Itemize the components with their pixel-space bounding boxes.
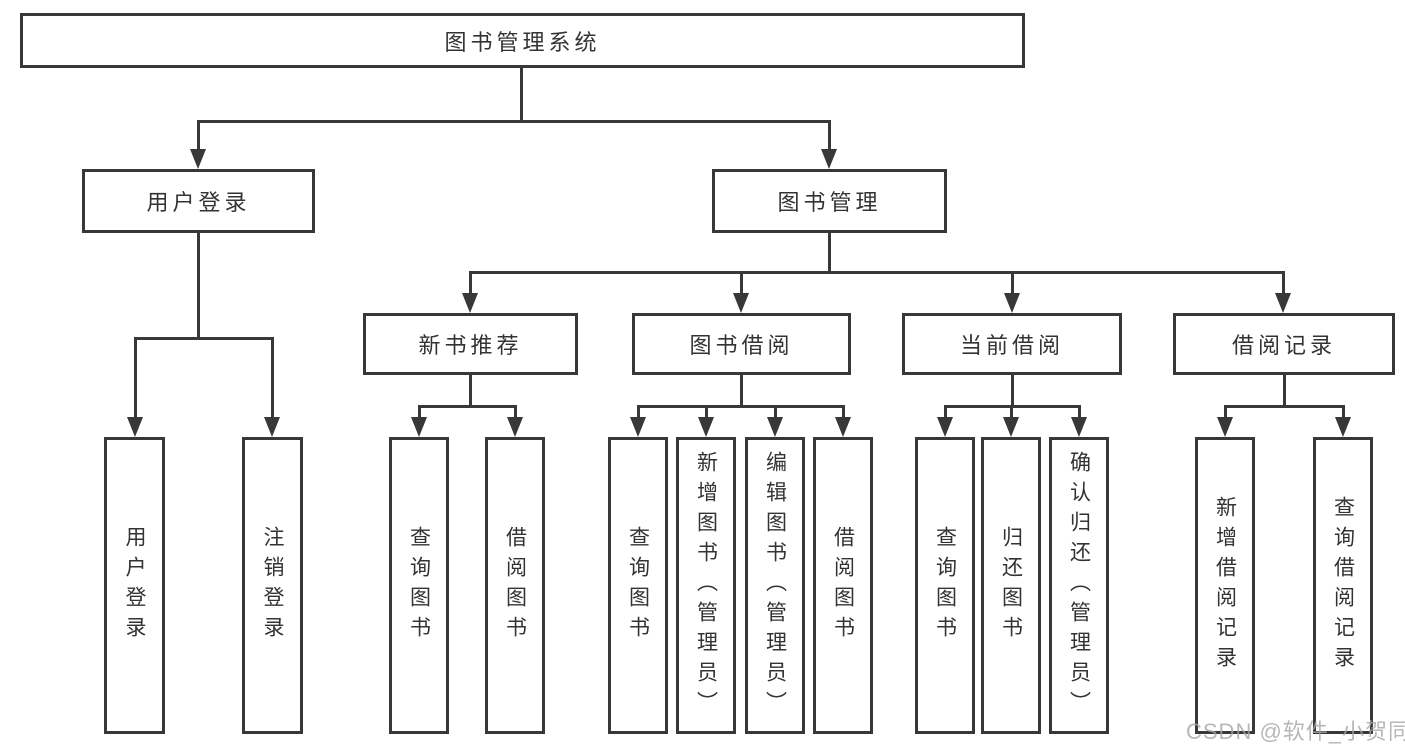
connector-line bbox=[774, 405, 777, 420]
connector-line bbox=[419, 405, 517, 408]
leaf-confirm-return-admin-label: 确认归还（管理员） bbox=[1067, 450, 1091, 721]
connector-line bbox=[514, 405, 517, 420]
arrowhead-icon bbox=[1275, 293, 1291, 313]
arrowhead-icon bbox=[1217, 417, 1233, 437]
connector-line bbox=[705, 405, 708, 420]
connector-line bbox=[1078, 405, 1081, 420]
leaf-query-books-current-label: 查询图书 bbox=[933, 525, 957, 646]
leaf-query-borrow-record: 查询借阅记录 bbox=[1313, 437, 1373, 734]
node-book-management: 图书管理 bbox=[712, 169, 947, 233]
connector-line bbox=[197, 120, 831, 123]
leaf-confirm-return-admin: 确认归还（管理员） bbox=[1049, 437, 1109, 734]
leaf-query-books-borrow: 查询图书 bbox=[608, 437, 668, 734]
node-new-book-recommend-label: 新书推荐 bbox=[418, 333, 523, 358]
node-user-login-label: 用户登录 bbox=[146, 190, 251, 215]
leaf-add-borrow-record-label: 新增借阅记录 bbox=[1213, 495, 1237, 676]
arrowhead-icon bbox=[835, 417, 851, 437]
connector-line bbox=[470, 271, 1284, 274]
connector-line bbox=[828, 233, 831, 271]
connector-line bbox=[271, 337, 274, 419]
connector-line bbox=[1010, 405, 1013, 420]
leaf-query-books-recommend: 查询图书 bbox=[389, 437, 449, 734]
leaf-user-login-label: 用户登录 bbox=[123, 525, 146, 646]
leaf-query-borrow-record-label: 查询借阅记录 bbox=[1331, 495, 1355, 676]
leaf-add-borrow-record: 新增借阅记录 bbox=[1195, 437, 1255, 734]
leaf-query-books-borrow-label: 查询图书 bbox=[626, 525, 650, 646]
arrowhead-icon bbox=[1003, 417, 1019, 437]
leaf-user-login: 用户登录 bbox=[104, 437, 165, 734]
connector-line bbox=[740, 271, 743, 296]
node-current-borrow: 当前借阅 bbox=[902, 313, 1122, 375]
node-library-system: 图书管理系统 bbox=[20, 13, 1025, 68]
leaf-logout-label: 注销登录 bbox=[261, 525, 284, 646]
connector-line bbox=[944, 405, 947, 420]
leaf-edit-book-admin: 编辑图书（管理员） bbox=[745, 437, 805, 734]
leaf-logout: 注销登录 bbox=[242, 437, 303, 734]
csdn-watermark: CSDN @软件_小贺同学 bbox=[1186, 719, 1405, 744]
connector-line bbox=[1011, 375, 1014, 405]
connector-line bbox=[520, 68, 523, 120]
connector-line bbox=[1282, 271, 1285, 296]
leaf-query-books-current: 查询图书 bbox=[915, 437, 975, 734]
leaf-edit-book-admin-label: 编辑图书（管理员） bbox=[763, 450, 787, 721]
connector-line bbox=[197, 233, 200, 337]
arrowhead-icon bbox=[507, 417, 523, 437]
node-borrow-records-label: 借阅记录 bbox=[1231, 333, 1336, 358]
node-library-system-label: 图书管理系统 bbox=[444, 29, 601, 55]
connector-line bbox=[1011, 271, 1014, 296]
node-current-borrow-label: 当前借阅 bbox=[959, 333, 1064, 358]
connector-line bbox=[469, 271, 472, 296]
arrowhead-icon bbox=[698, 417, 714, 437]
arrowhead-icon bbox=[190, 149, 206, 169]
leaf-borrow-books-recommend: 借阅图书 bbox=[485, 437, 545, 734]
node-book-management-label: 图书管理 bbox=[777, 190, 882, 215]
connector-line bbox=[1283, 375, 1286, 405]
node-borrow-records: 借阅记录 bbox=[1173, 313, 1395, 375]
node-book-borrow: 图书借阅 bbox=[632, 313, 851, 375]
connector-line bbox=[197, 120, 200, 152]
connector-line bbox=[637, 405, 640, 420]
arrowhead-icon bbox=[821, 149, 837, 169]
arrowhead-icon bbox=[462, 293, 478, 313]
connector-line bbox=[469, 375, 472, 405]
leaf-return-book-label: 归还图书 bbox=[999, 525, 1023, 646]
arrowhead-icon bbox=[1071, 417, 1087, 437]
connector-line bbox=[740, 375, 743, 405]
connector-line bbox=[1224, 405, 1227, 420]
connector-line bbox=[638, 405, 843, 408]
connector-line bbox=[418, 405, 421, 420]
leaf-borrow-books-recommend-label: 借阅图书 bbox=[503, 525, 527, 646]
connector-line bbox=[134, 337, 137, 419]
node-new-book-recommend: 新书推荐 bbox=[363, 313, 578, 375]
connector-line bbox=[1342, 405, 1345, 420]
leaf-add-book-admin: 新增图书（管理员） bbox=[676, 437, 736, 734]
arrowhead-icon bbox=[411, 417, 427, 437]
arrowhead-icon bbox=[630, 417, 646, 437]
node-user-login: 用户登录 bbox=[82, 169, 315, 233]
leaf-return-book: 归还图书 bbox=[981, 437, 1041, 734]
connector-line bbox=[828, 120, 831, 152]
connector-line bbox=[842, 405, 845, 420]
leaf-query-books-recommend-label: 查询图书 bbox=[407, 525, 431, 646]
arrowhead-icon bbox=[733, 293, 749, 313]
arrowhead-icon bbox=[1004, 293, 1020, 313]
arrowhead-icon bbox=[1335, 417, 1351, 437]
leaf-borrow-books-label: 借阅图书 bbox=[831, 525, 855, 646]
arrowhead-icon bbox=[937, 417, 953, 437]
node-book-borrow-label: 图书借阅 bbox=[689, 333, 794, 358]
leaf-borrow-books: 借阅图书 bbox=[813, 437, 873, 734]
connector-line bbox=[134, 337, 274, 340]
connector-line bbox=[1225, 405, 1343, 408]
arrowhead-icon bbox=[264, 417, 280, 437]
arrowhead-icon bbox=[127, 417, 143, 437]
arrowhead-icon bbox=[767, 417, 783, 437]
leaf-add-book-admin-label: 新增图书（管理员） bbox=[694, 450, 718, 721]
